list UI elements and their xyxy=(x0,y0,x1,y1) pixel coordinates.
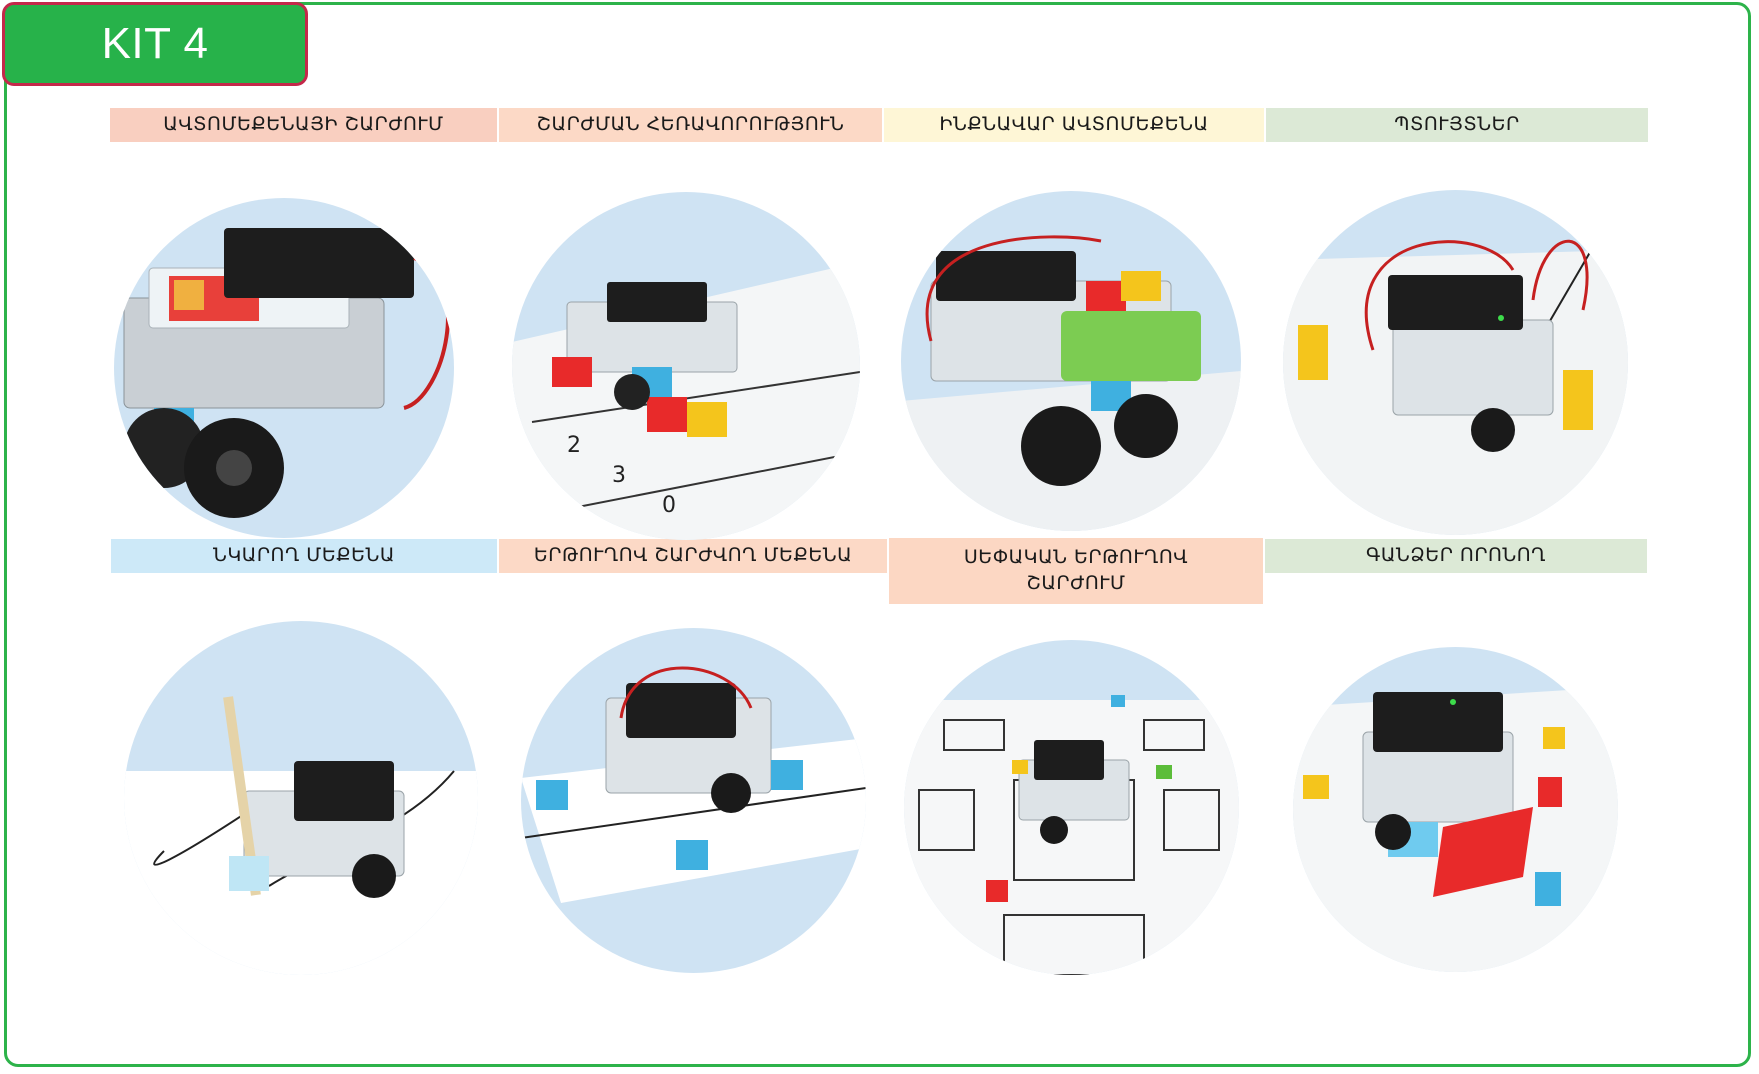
project-label-car-movement: ԱՎՏՈՄԵՔԵՆԱՅԻ ՇԱՐԺՈՒՄ xyxy=(110,108,497,142)
treasure-hunter-robot-photo xyxy=(1293,647,1618,972)
svg-text:0: 0 xyxy=(662,493,676,518)
self-driving-robot-photo xyxy=(901,191,1241,531)
svg-text:2: 2 xyxy=(567,433,581,458)
robot-car-photo xyxy=(114,198,454,538)
treasure-hunter-robot-illustration xyxy=(1293,687,1618,972)
own-route-robot-photo xyxy=(904,640,1239,975)
drawing-robot-photo xyxy=(124,621,478,975)
project-label-movement-distance: ՇԱՐԺՄԱՆ ՀԵՌԱՎՈՐՈՒԹՅՈՒՆ xyxy=(499,108,882,142)
line-follower-robot-illustration xyxy=(521,666,866,903)
project-label-treasure-hunter: ԳԱՆՁԵՐ ՈՐՈՆՈՂ xyxy=(1265,539,1647,573)
project-label-drawing-machine: ՆԿԱՐՈՂ ՄԵՔԵՆԱ xyxy=(111,539,497,573)
page-frame xyxy=(4,2,1751,1067)
project-label-own-route-movement: ՍԵՓԱԿԱՆ ԵՐԹՈՒՂՈՎ ՇԱՐԺՈՒՄ xyxy=(889,538,1263,604)
robot-car-illustration xyxy=(123,228,450,518)
line-follower-robot-photo xyxy=(521,628,866,973)
self-driving-robot-illustration xyxy=(901,235,1241,531)
project-label-self-driving-car: ԻՆՔՆԱՎԱՐ ԱՎՏՈՄԵՔԵՆԱ xyxy=(884,108,1264,142)
turns-robot-illustration xyxy=(1283,229,1628,535)
distance-robot-illustration: 2 3 0 xyxy=(512,262,860,540)
project-label-line-following-car: ԵՐԹՈՒՂՈՎ ՇԱՐԺՎՈՂ ՄԵՔԵՆԱ xyxy=(499,539,887,573)
distance-robot-photo: 2 3 0 xyxy=(512,192,860,540)
project-label-turns: ՊՏՈՒՅՏՆԵՐ xyxy=(1266,108,1648,142)
svg-text:3: 3 xyxy=(612,463,626,488)
own-route-robot-illustration xyxy=(904,695,1239,975)
kit-title-badge: KIT 4 xyxy=(2,2,308,86)
turns-robot-photo xyxy=(1283,190,1628,535)
